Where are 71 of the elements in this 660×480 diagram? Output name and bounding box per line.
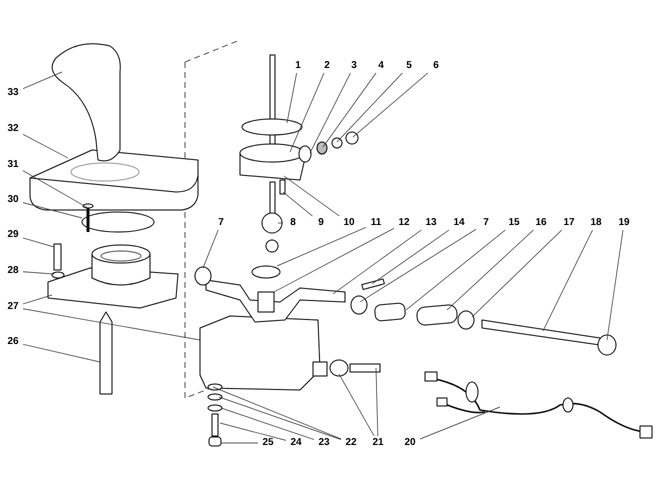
callout-number: 7 bbox=[483, 218, 489, 228]
leader-line bbox=[22, 308, 200, 340]
callout-number: 11 bbox=[370, 218, 382, 228]
callout-number: 28 bbox=[7, 266, 19, 276]
callout-number: 4 bbox=[378, 61, 384, 71]
leader-line bbox=[606, 230, 624, 340]
leader-line bbox=[284, 176, 340, 216]
callout-number: 32 bbox=[7, 124, 19, 134]
callout-number: 8 bbox=[290, 218, 296, 228]
leader-line bbox=[376, 368, 378, 436]
leader-line bbox=[22, 170, 88, 208]
leader-line bbox=[22, 294, 52, 304]
callout-number: 19 bbox=[618, 218, 630, 228]
leader-line bbox=[406, 230, 506, 310]
callout-number: 25 bbox=[262, 438, 274, 448]
leader-line bbox=[22, 134, 68, 158]
callout-number: 17 bbox=[563, 218, 575, 228]
leader-line bbox=[22, 344, 100, 362]
callout-number: 24 bbox=[290, 438, 302, 448]
callout-number: 10 bbox=[343, 218, 355, 228]
leader-line bbox=[310, 72, 351, 154]
leader-line bbox=[212, 386, 342, 440]
callout-number: 26 bbox=[7, 337, 19, 347]
leader-line bbox=[220, 442, 258, 444]
leader-line bbox=[22, 271, 54, 274]
leader-line bbox=[218, 396, 342, 440]
leader-line bbox=[420, 406, 500, 440]
leader-line bbox=[446, 230, 534, 310]
callout-number: 6 bbox=[433, 61, 439, 71]
leader-line bbox=[332, 230, 422, 294]
callout-number: 29 bbox=[7, 230, 19, 240]
leader-line bbox=[286, 72, 297, 124]
callout-number: 21 bbox=[372, 438, 384, 448]
callout-number: 23 bbox=[318, 438, 330, 448]
callout-number: 13 bbox=[425, 218, 437, 228]
callout-number: 5 bbox=[406, 61, 412, 71]
leader-line bbox=[336, 72, 403, 142]
callout-number: 33 bbox=[7, 88, 19, 98]
leader-line bbox=[22, 72, 62, 90]
leader-line bbox=[542, 230, 593, 332]
leader-line bbox=[22, 202, 82, 218]
leader-line bbox=[220, 422, 286, 441]
leader-line bbox=[274, 228, 394, 292]
leader-line bbox=[22, 238, 54, 248]
callout-number: 7 bbox=[218, 218, 224, 228]
callout-number: 31 bbox=[7, 160, 19, 170]
callout-number: 16 bbox=[535, 218, 547, 228]
callout-number: 2 bbox=[324, 61, 330, 71]
callout-number: 22 bbox=[345, 438, 357, 448]
leader-line bbox=[220, 408, 314, 440]
callout-number: 14 bbox=[453, 218, 465, 228]
callout-number: 3 bbox=[351, 61, 357, 71]
leader-line bbox=[282, 192, 313, 216]
leader-line bbox=[290, 72, 324, 152]
leader-line bbox=[472, 230, 562, 318]
callout-number: 15 bbox=[508, 218, 520, 228]
callout-number: 18 bbox=[590, 218, 602, 228]
leader-line bbox=[360, 228, 476, 302]
callout-number: 9 bbox=[318, 218, 324, 228]
leader-line bbox=[322, 72, 376, 148]
callout-number: 20 bbox=[404, 438, 416, 448]
leader-line bbox=[276, 227, 366, 266]
leader-line bbox=[278, 222, 284, 224]
callout-number: 27 bbox=[7, 302, 19, 312]
callout-number: 12 bbox=[398, 218, 410, 228]
callout-number: 30 bbox=[7, 195, 19, 205]
leader-line bbox=[338, 374, 374, 436]
callout-number: 1 bbox=[295, 61, 301, 71]
leader-line bbox=[352, 72, 428, 138]
leader-line bbox=[372, 230, 450, 284]
leader-line bbox=[202, 230, 219, 268]
